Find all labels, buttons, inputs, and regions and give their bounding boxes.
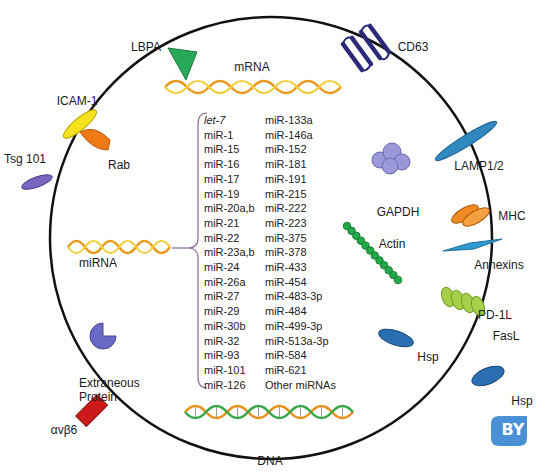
mrna-strand bbox=[165, 81, 341, 93]
gapdh-lobe bbox=[382, 158, 398, 174]
mirna-name: miR-1 bbox=[204, 129, 233, 142]
watermark-badge bbox=[491, 416, 527, 446]
mirna-name: miR-26a bbox=[204, 276, 246, 289]
mirna-name: miR-20a,b bbox=[204, 203, 255, 216]
component-label: αvβ6 bbox=[51, 423, 78, 437]
component-label: Annexins bbox=[474, 258, 523, 272]
dna-rung bbox=[342, 407, 343, 417]
mirna-name: miR-22 bbox=[204, 232, 239, 245]
component-label: DNA bbox=[257, 454, 282, 468]
mirna-name: miR-30b bbox=[204, 320, 246, 333]
dna-strand bbox=[185, 406, 353, 418]
component-label: ICAM-1 bbox=[57, 94, 98, 108]
mirna-name: miR-433 bbox=[265, 261, 307, 274]
dna-rung bbox=[300, 407, 301, 417]
gapdh-symbol bbox=[372, 143, 410, 174]
mirna-name: miR-133a bbox=[265, 114, 313, 127]
mirna-name: miR-378 bbox=[265, 247, 307, 260]
hsp-symbol bbox=[377, 326, 416, 350]
dna-rung bbox=[279, 407, 280, 417]
component-label: miRNA bbox=[79, 256, 117, 270]
mirna-name: miR-27 bbox=[204, 291, 239, 304]
mirna-name: let-7 bbox=[204, 114, 225, 127]
component-label: mRNA bbox=[234, 60, 269, 74]
dna-rung bbox=[216, 407, 217, 417]
mirna-name: miR-215 bbox=[265, 188, 307, 201]
component-label: GAPDH bbox=[377, 205, 420, 219]
dna-strand bbox=[185, 406, 353, 418]
lamp-symbol bbox=[433, 117, 500, 164]
mirna-name: miR-29 bbox=[204, 306, 239, 319]
mirna-name: miR-126 bbox=[204, 379, 246, 392]
bracket-tick bbox=[172, 247, 188, 248]
mirna-name: Other miRNAs bbox=[265, 379, 336, 392]
dna-rung bbox=[258, 407, 259, 417]
mirna-strand bbox=[68, 241, 170, 253]
dna-rung bbox=[195, 407, 196, 417]
mhc-symbol bbox=[460, 204, 492, 229]
mirna-strand bbox=[68, 241, 170, 253]
mirna-name: miR-191 bbox=[265, 173, 307, 186]
mirna-name: miR-17 bbox=[204, 173, 239, 186]
mirna-name: miR-21 bbox=[204, 217, 239, 230]
cd63-symbol bbox=[343, 26, 389, 71]
component-label: FasL bbox=[493, 329, 520, 343]
mrna-strand bbox=[165, 81, 341, 93]
mirna-name: miR-621 bbox=[265, 364, 307, 377]
cd63-helix bbox=[370, 26, 389, 52]
dna-rung bbox=[321, 407, 322, 417]
mirna-name: miR-499-3p bbox=[265, 320, 322, 333]
mirna-name: miR-513a-3p bbox=[265, 335, 329, 348]
component-label: LBPA bbox=[131, 40, 161, 54]
mirna-name: miR-181 bbox=[265, 159, 307, 172]
component-label: Hsp bbox=[417, 350, 438, 364]
mirna-name: miR-584 bbox=[265, 350, 307, 363]
component-label: MHC bbox=[498, 209, 525, 223]
mirna-name: miR-483-3p bbox=[265, 291, 322, 304]
component-label: Extraneous Protein bbox=[79, 376, 151, 405]
mirna-name: miR-16 bbox=[204, 159, 239, 172]
cd63-loop bbox=[343, 26, 389, 71]
component-label: CD63 bbox=[398, 40, 429, 54]
mirna-name: miR-375 bbox=[265, 232, 307, 245]
mirna-name: miR-223 bbox=[265, 217, 307, 230]
lbpa-symbol bbox=[168, 48, 197, 80]
tsg101-symbol bbox=[20, 172, 53, 192]
mirna-name: miR-23a,b bbox=[204, 247, 255, 260]
protein-symbol bbox=[90, 323, 116, 349]
mirna-name: miR-484 bbox=[265, 306, 307, 319]
mirna-name: miR-152 bbox=[265, 144, 307, 157]
mirna-name: miR-93 bbox=[204, 350, 239, 363]
component-label: PD-1L bbox=[478, 308, 512, 322]
exosome-membrane bbox=[50, 17, 492, 459]
actin-symbol bbox=[343, 222, 402, 284]
actin-bead bbox=[394, 276, 402, 284]
rab-symbol bbox=[80, 129, 110, 150]
mirna-name: miR-222 bbox=[265, 203, 307, 216]
component-label: Tsg 101 bbox=[4, 152, 46, 166]
dna-rung bbox=[237, 407, 238, 417]
mirna-name: miR-454 bbox=[265, 276, 307, 289]
component-label: LAMP1/2 bbox=[454, 159, 503, 173]
mirna-name: miR-101 bbox=[204, 364, 246, 377]
mirna-name: miR-15 bbox=[204, 144, 239, 157]
mirna-name: miR-19 bbox=[204, 188, 239, 201]
mirna-name: miR-24 bbox=[204, 261, 239, 274]
hsp-symbol bbox=[469, 362, 507, 390]
component-label: Hsp bbox=[511, 394, 532, 408]
component-label: Actin bbox=[379, 237, 406, 251]
component-label: Rab bbox=[108, 158, 130, 172]
mirna-name: miR-146a bbox=[265, 129, 313, 142]
mirna-name: miR-32 bbox=[204, 335, 239, 348]
annexin-symbol bbox=[443, 239, 502, 251]
watermark: BY bbox=[502, 420, 525, 439]
